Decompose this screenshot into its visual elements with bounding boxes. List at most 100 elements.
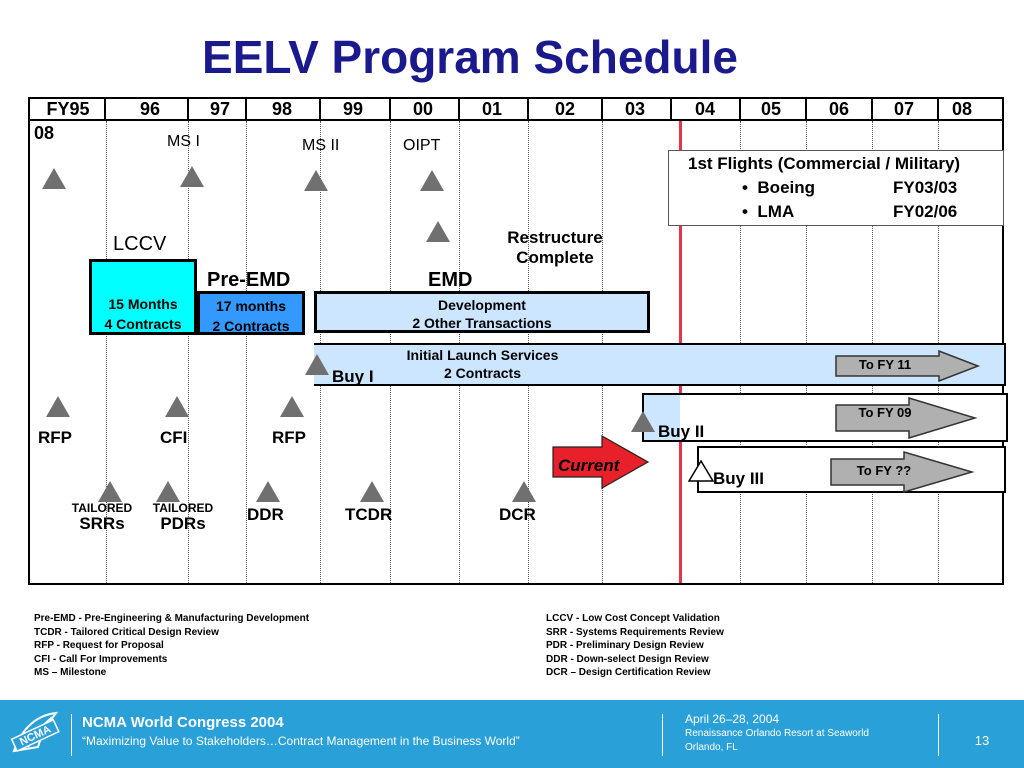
pre-emd-label: Pre-EMD (207, 269, 291, 291)
emd-bar: Development 2 Other Transactions (314, 291, 650, 333)
to-fy09-arrow-icon (835, 397, 981, 439)
tcdr-label: TCDR (345, 505, 393, 524)
year-separator (937, 99, 939, 119)
year-label: 03 (624, 99, 646, 119)
year-label: 99 (342, 99, 364, 119)
milestone-triangle-icon (98, 481, 122, 502)
rfp-label: RFP (272, 428, 306, 447)
pdrs-text: PDRs (160, 514, 206, 533)
schedule-chart (28, 97, 1004, 585)
footer-divider (938, 714, 939, 756)
milestone-triangle-icon (305, 354, 329, 375)
to-fy11-label: To FY 11 (858, 357, 912, 372)
milestone-triangle-icon (46, 396, 70, 417)
emd-label: EMD (428, 269, 473, 291)
page-title: EELV Program Schedule (202, 31, 738, 83)
tailored-label: TAILORED (71, 501, 133, 515)
grid-line (246, 121, 247, 583)
footer-dates: April 26–28, 2004 (685, 712, 780, 726)
buy1-fill (314, 345, 682, 384)
first-flights-name: LMA (757, 202, 795, 221)
legend-item: Pre-EMD - Pre-Engineering & Manufacturin… (34, 613, 310, 624)
pre-emd-duration: 17 months (215, 298, 286, 314)
lccv-contracts: 4 Contracts (104, 316, 182, 332)
first-flights-date: FY03/03 (893, 178, 958, 197)
milestone-triangle-icon (42, 168, 66, 189)
start-year-label: 08 (34, 123, 55, 143)
legend-item: MS – Milestone (34, 667, 107, 678)
legend-item: DCR – Design Certification Review (546, 667, 711, 678)
milestone-triangle-icon (426, 221, 450, 242)
milestone-triangle-icon (631, 411, 655, 432)
year-label: 98 (271, 99, 293, 119)
footer-city: Orlando, FL (685, 742, 738, 753)
milestone-triangle-icon (156, 481, 180, 502)
to-fy-unknown-label: To FY ?? (856, 463, 912, 478)
year-header-divider (28, 119, 1004, 121)
year-label: 06 (828, 99, 850, 119)
year-label: 04 (694, 99, 716, 119)
restructure-complete-label: Restructure Complete (495, 228, 615, 268)
first-flights-box (668, 150, 1004, 226)
pdrs-label: TAILORED PDRs (145, 501, 221, 533)
year-label: 08 (951, 99, 973, 119)
buy2-label: Buy II (658, 422, 705, 441)
year-label: FY95 (46, 99, 90, 119)
footer-bar (0, 700, 1024, 768)
to-fy-unknown-arrow-icon (830, 451, 976, 493)
page-number: 13 (974, 733, 990, 748)
legend-item: TCDR - Tailored Critical Design Review (34, 626, 219, 638)
srrs-label: TAILORED SRRs (64, 501, 140, 533)
ms2-label: MS II (302, 137, 340, 154)
legend-item: CFI - Call For Improvements (34, 653, 168, 665)
current-label: Current (558, 456, 620, 475)
first-flights-item: • LMA (742, 202, 795, 221)
year-separator (601, 99, 603, 119)
complete-line: Complete (516, 248, 594, 267)
legend-item: SRR - Systems Requirements Review (546, 626, 724, 638)
buy1-label: Buy I (332, 367, 374, 386)
svg-text:NCMA: NCMA (18, 723, 53, 748)
cfi-label: CFI (160, 428, 188, 447)
lccv-bar: 15 Months 4 Contracts (89, 259, 197, 335)
footer-divider (71, 714, 72, 756)
launch-services-label: Initial Launch Services 2 Contracts (370, 346, 595, 382)
year-separator (527, 99, 529, 119)
current-arrow-icon (552, 435, 650, 489)
year-separator (389, 99, 391, 119)
oipt-label: OIPT (403, 137, 441, 154)
milestone-triangle-icon (304, 170, 328, 191)
buy3-label: Buy III (713, 469, 765, 488)
milestone-triangle-icon (360, 481, 384, 502)
year-separator (104, 99, 106, 119)
year-label: 00 (412, 99, 434, 119)
legend-item: LCCV - Low Cost Concept Validation (546, 613, 720, 624)
footer-venue: Renaissance Orlando Resort at Seaworld (685, 728, 869, 739)
year-label: 01 (481, 99, 503, 119)
year-separator (187, 99, 189, 119)
launch-services-contracts: 2 Contracts (443, 365, 522, 381)
year-separator (805, 99, 807, 119)
year-separator (670, 99, 672, 119)
year-separator (871, 99, 873, 119)
rfp-label: RFP (38, 428, 72, 447)
legend-item: RFP - Request for Proposal (34, 640, 164, 651)
to-fy11-arrow-icon (835, 350, 981, 382)
footer-divider (662, 714, 663, 756)
first-flights-item: • Boeing (742, 178, 816, 197)
first-flights-heading: 1st Flights (Commercial / Military) (688, 154, 961, 173)
milestone-triangle-icon (256, 481, 280, 502)
dcr-label: DCR (499, 505, 536, 524)
legend-right: LCCV - Low Cost Concept Validation SRR -… (546, 612, 724, 680)
year-label: 02 (554, 99, 576, 119)
milestone-triangle-icon (280, 396, 304, 417)
footer-tagline: “Maximizing Value to Stakeholders…Contra… (82, 734, 520, 748)
to-fy09-label: To FY 09 (858, 405, 912, 420)
year-separator (458, 99, 460, 119)
pre-emd-bar: 17 months 2 Contracts (197, 291, 305, 335)
ncma-logo-icon: NCMA (8, 707, 62, 761)
ddr-label: DDR (247, 505, 284, 524)
milestone-triangle-icon (420, 170, 444, 191)
year-label: 07 (893, 99, 915, 119)
emd-contracts: 2 Other Transactions (412, 315, 552, 331)
